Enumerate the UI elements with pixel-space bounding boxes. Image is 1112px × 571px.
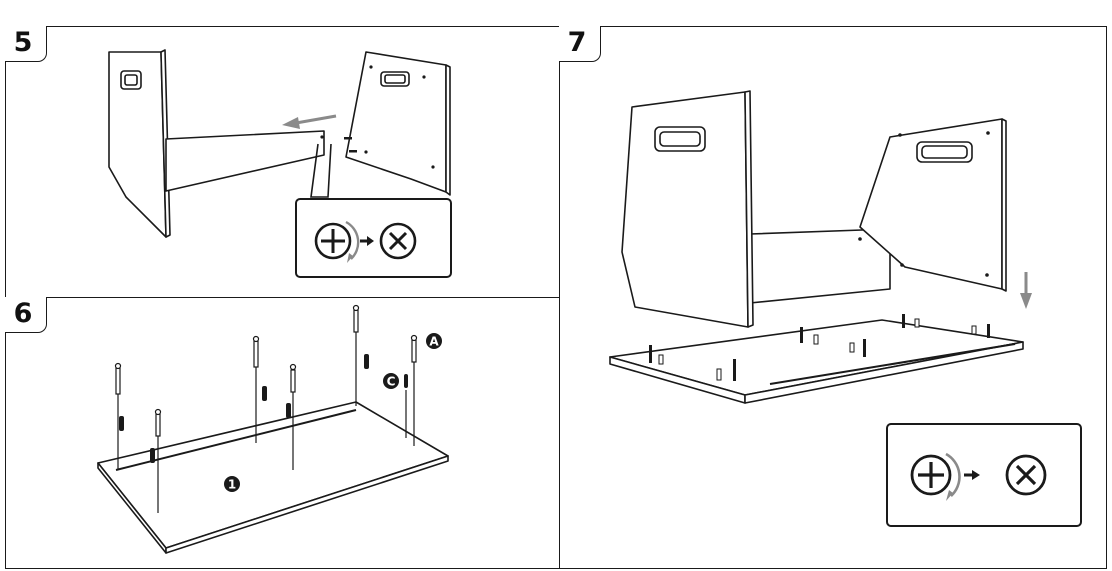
- arrow-right-icon: [360, 236, 374, 246]
- header-cut-text: [95, 0, 395, 20]
- slide-direction-arrow-icon: [282, 114, 337, 129]
- svg-text:A: A: [429, 335, 439, 349]
- step-5-number: 5: [13, 27, 33, 58]
- part-a-callout: A: [426, 333, 442, 349]
- drop-down-direction-arrow-icon: [1020, 272, 1032, 309]
- cam-lock-locked-icon: [1005, 454, 1047, 496]
- step-7-number: 7: [567, 27, 587, 58]
- left-side-panel: [621, 91, 749, 328]
- step-6-illustration: A C 1: [97, 304, 449, 554]
- cam-lock-callout-box: [886, 423, 1082, 527]
- part-c-callout: C: [383, 373, 399, 389]
- cam-lock-locked-icon: [379, 222, 417, 260]
- step-7-tab: 7: [559, 26, 601, 62]
- back-panel: [749, 228, 891, 304]
- step-7-illustration: [609, 90, 1082, 527]
- cam-lock-unlocked-icon: [910, 452, 961, 501]
- callout-pointer: [310, 143, 332, 198]
- svg-text:C: C: [387, 375, 396, 389]
- step-5-tab: 5: [5, 26, 47, 62]
- arrow-right-icon: [964, 470, 980, 480]
- cam-bolt-set: [114, 304, 418, 513]
- step-7-panel: 7: [559, 26, 1107, 569]
- wood-dowel-set: [119, 354, 408, 463]
- step-6-tab: 6: [5, 297, 47, 333]
- step-6-number: 6: [13, 298, 33, 329]
- step-5-illustration: [108, 49, 452, 278]
- svg-text:1: 1: [228, 478, 236, 492]
- back-panel: [165, 130, 325, 192]
- step-5-panel: 5: [5, 26, 560, 298]
- left-side-panel: [108, 51, 167, 238]
- bottom-hardware-set: [649, 314, 990, 381]
- part-1-callout: 1: [224, 476, 240, 492]
- step-6-panel: 6: [5, 297, 560, 569]
- bottom-dowel-set: [658, 318, 977, 381]
- cam-lock-unlocked-icon: [314, 220, 360, 263]
